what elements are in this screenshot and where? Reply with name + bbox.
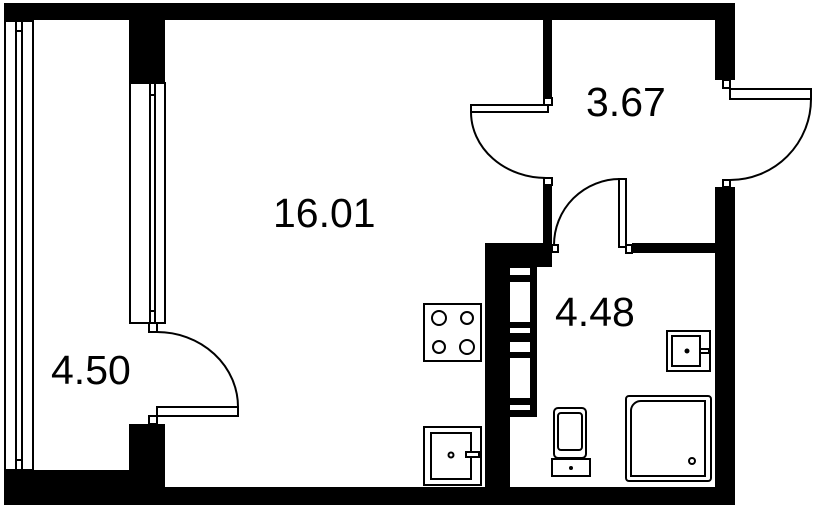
bathroom-door[interactable]: [551, 178, 633, 254]
shower-tray-icon: [625, 395, 712, 482]
bathroom-area: 4.48: [555, 289, 635, 335]
hallway-area: 3.67: [586, 79, 666, 125]
entrance-door[interactable]: [722, 79, 812, 188]
balcony-window: [4, 20, 34, 471]
balcony-area: 4.50: [51, 347, 131, 393]
kitchen-sink-icon: [423, 426, 482, 486]
stove-icon: [423, 303, 482, 362]
ventilation-shaft: [510, 268, 530, 410]
balcony-door[interactable]: [148, 322, 239, 425]
room-window: [129, 82, 166, 324]
living-room-area: 16.01: [273, 190, 376, 236]
bathroom-sink-icon: [666, 330, 711, 372]
toilet-icon: [551, 407, 591, 477]
room-door[interactable]: [470, 97, 553, 186]
